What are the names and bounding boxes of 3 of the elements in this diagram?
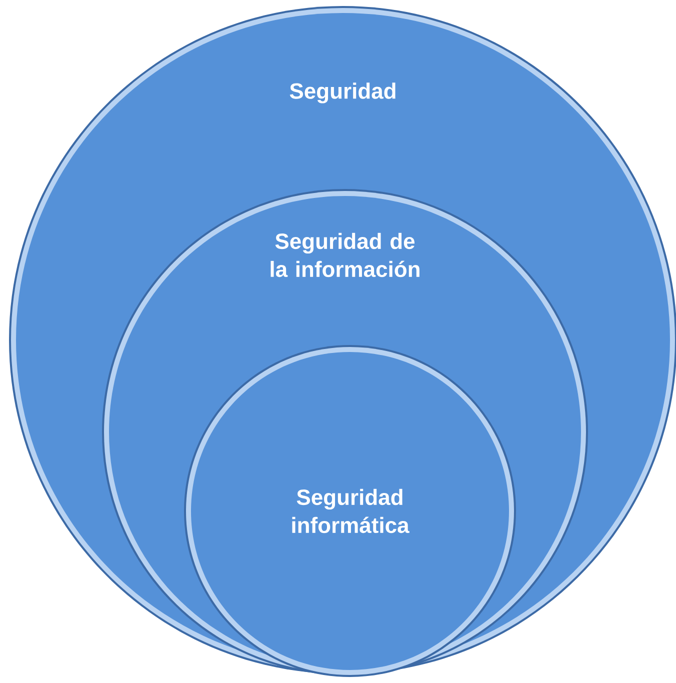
circle-label: Seguridad de la información — [270, 232, 420, 278]
circle-label: Seguridad informática — [292, 488, 410, 534]
circle-label: Seguridad — [290, 82, 396, 104]
